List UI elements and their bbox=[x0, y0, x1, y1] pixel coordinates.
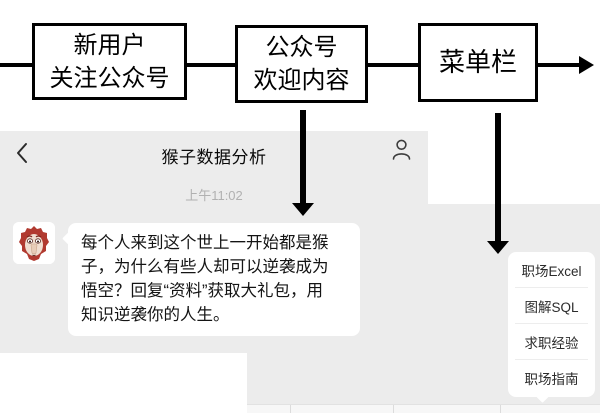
menu-item-career-guide[interactable]: 职场指南 bbox=[524, 371, 579, 387]
bar-divider bbox=[290, 405, 291, 413]
bar-divider bbox=[393, 405, 394, 413]
back-chevron-icon[interactable] bbox=[16, 142, 28, 164]
flow-line-start bbox=[0, 63, 35, 67]
menu-divider bbox=[515, 323, 588, 324]
menu-item-job-hunting[interactable]: 求职经验 bbox=[524, 335, 579, 351]
chat-title: 猴子数据分析 bbox=[161, 148, 267, 167]
white-cutout-top-right bbox=[428, 131, 600, 204]
message-line: 子，为什么有些人却可以逆袭成为 bbox=[81, 258, 329, 276]
flow-box-label: 关注公众号 bbox=[49, 64, 170, 92]
menu-divider bbox=[515, 287, 588, 288]
message-line: 每个人来到这个世上一开始都是猴 bbox=[81, 234, 329, 252]
message-line: 知识逆袭你的人生。 bbox=[81, 306, 230, 324]
right-arrowhead-icon bbox=[579, 56, 594, 74]
monkey-avatar-image bbox=[13, 222, 55, 264]
menu-divider bbox=[515, 359, 588, 360]
flow-box-welcome-content: 公众号 欢迎内容 bbox=[235, 25, 368, 103]
profile-person-icon[interactable] bbox=[391, 138, 412, 161]
menu-item-workplace-excel[interactable]: 职场Excel bbox=[521, 263, 582, 279]
flow-box-label: 公众号 bbox=[265, 34, 338, 61]
menu-popup: 职场Excel 图解SQL 求职经验 职场指南 bbox=[508, 252, 595, 403]
flow-box-menu-bar: 菜单栏 bbox=[418, 23, 538, 102]
message-line: 悟空？回复“资料”获取大礼包，用 bbox=[81, 282, 323, 300]
white-cutout-bottom-left bbox=[0, 353, 247, 413]
flow-line-end bbox=[537, 63, 581, 67]
down-arrow-welcome-shaft bbox=[300, 110, 306, 204]
message-bubble: 每个人来到这个世上一开始都是猴 子，为什么有些人却可以逆袭成为 悟空？回复“资料… bbox=[62, 223, 360, 336]
monkey-avatar[interactable] bbox=[13, 222, 55, 264]
flow-line-1-2 bbox=[186, 63, 235, 67]
down-arrowhead-menu-icon bbox=[487, 241, 509, 254]
down-arrow-menu-shaft bbox=[495, 113, 501, 242]
flow-box-new-user: 新用户 关注公众号 bbox=[32, 23, 187, 100]
flow-box-label: 新用户 bbox=[73, 31, 146, 59]
menu-item-sql-illustrated[interactable]: 图解SQL bbox=[524, 299, 579, 315]
flow-line-2-3 bbox=[367, 63, 419, 67]
bar-divider bbox=[500, 405, 501, 413]
down-arrowhead-welcome-icon bbox=[292, 203, 314, 216]
bottom-menu-bar bbox=[247, 404, 600, 413]
timestamp: 上午11:02 bbox=[185, 188, 243, 203]
flow-box-label: 菜单栏 bbox=[438, 47, 517, 77]
flow-box-label: 欢迎内容 bbox=[253, 67, 350, 94]
